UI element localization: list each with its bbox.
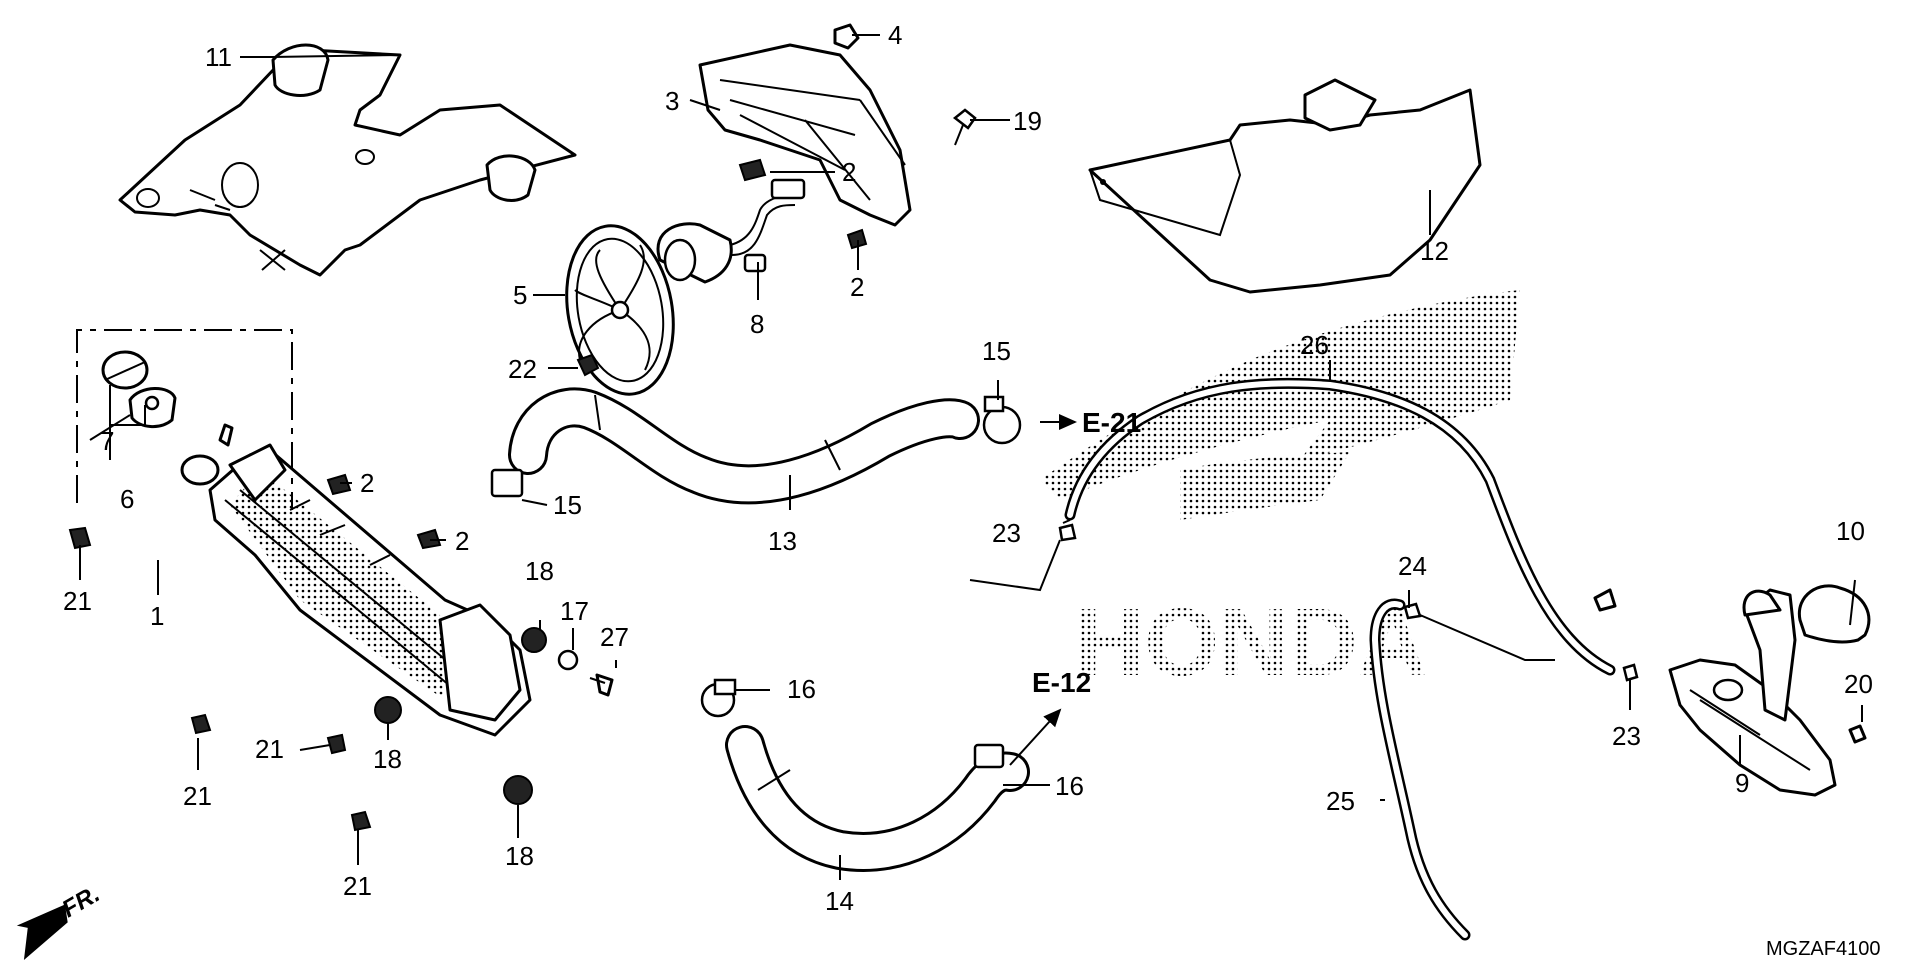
callout-16-a: 16 (787, 674, 816, 704)
callout-24: 24 (1398, 551, 1427, 581)
callout-7: 7 (100, 426, 114, 456)
callout-20: 20 (1844, 669, 1873, 699)
honda-watermark-text: HONDA (1075, 589, 1427, 696)
callout-1: 1 (150, 601, 164, 631)
callout-14: 14 (825, 886, 854, 916)
reserve-tank-cap-10 (1797, 584, 1871, 644)
fan-motor-8 (656, 178, 806, 284)
callout-21-c: 21 (255, 734, 284, 764)
callout-10: 10 (1836, 516, 1865, 546)
callout-5: 5 (513, 280, 527, 310)
callout-16-b: 16 (1055, 771, 1084, 801)
callout-2-d: 2 (455, 526, 469, 556)
callout-17: 17 (560, 596, 589, 626)
callout-23-a: 23 (992, 518, 1021, 548)
radiator-cap-6 (101, 350, 177, 428)
callout-12: 12 (1420, 236, 1449, 266)
reference-e12: E-12 (1032, 667, 1091, 698)
radiator-cover-plate (118, 43, 577, 277)
callout-21-a: 21 (63, 586, 92, 616)
front-direction-arrow: FR. (16, 880, 104, 960)
callout-9: 9 (1735, 768, 1749, 798)
fan-shroud-3 (698, 43, 912, 227)
hose-14 (725, 725, 1030, 872)
callout-4: 4 (888, 20, 902, 50)
callout-13: 13 (768, 526, 797, 556)
honda-wing-watermark: HONDA (1040, 290, 1520, 696)
callout-18-a: 18 (525, 556, 554, 586)
callout-19: 19 (1013, 106, 1042, 136)
callout-3: 3 (665, 86, 679, 116)
callout-2-a: 2 (842, 157, 856, 187)
callout-15-a: 15 (982, 336, 1011, 366)
radiator-assembly-outline (76, 329, 293, 510)
callout-11: 11 (205, 42, 232, 72)
overflow-tube-26 (1064, 377, 1616, 676)
callout-6: 6 (120, 484, 134, 514)
diagram-code: MGZAF4100 (1766, 938, 1880, 960)
breather-tube-25 (1369, 598, 1471, 941)
callout-15-b: 15 (553, 490, 582, 520)
leader-lines (79, 34, 1863, 880)
callout-18-b: 18 (373, 744, 402, 774)
cooling-fan-5 (565, 224, 675, 396)
callout-23-b: 23 (1612, 721, 1641, 751)
callout-26: 26 (1300, 330, 1329, 360)
hose-13 (508, 387, 980, 505)
callout-18-c: 18 (505, 841, 534, 871)
callout-21-d: 21 (343, 871, 372, 901)
reserve-tank-9 (1593, 588, 1837, 797)
callout-2-b: 2 (850, 272, 864, 302)
callout-21-b: 21 (183, 781, 212, 811)
callout-25: 25 (1326, 786, 1355, 816)
callout-numbers: 11 3 4 19 2 2 12 5 8 22 7 6 2 2 15 15 13… (63, 20, 1873, 916)
callout-8: 8 (750, 309, 764, 339)
reference-e21: E-21 (1082, 407, 1141, 438)
radiator-1 (180, 423, 532, 737)
air-guide-12 (1088, 78, 1482, 294)
callout-27: 27 (600, 622, 629, 652)
callout-2-c: 2 (360, 468, 374, 498)
callout-22: 22 (508, 354, 537, 384)
